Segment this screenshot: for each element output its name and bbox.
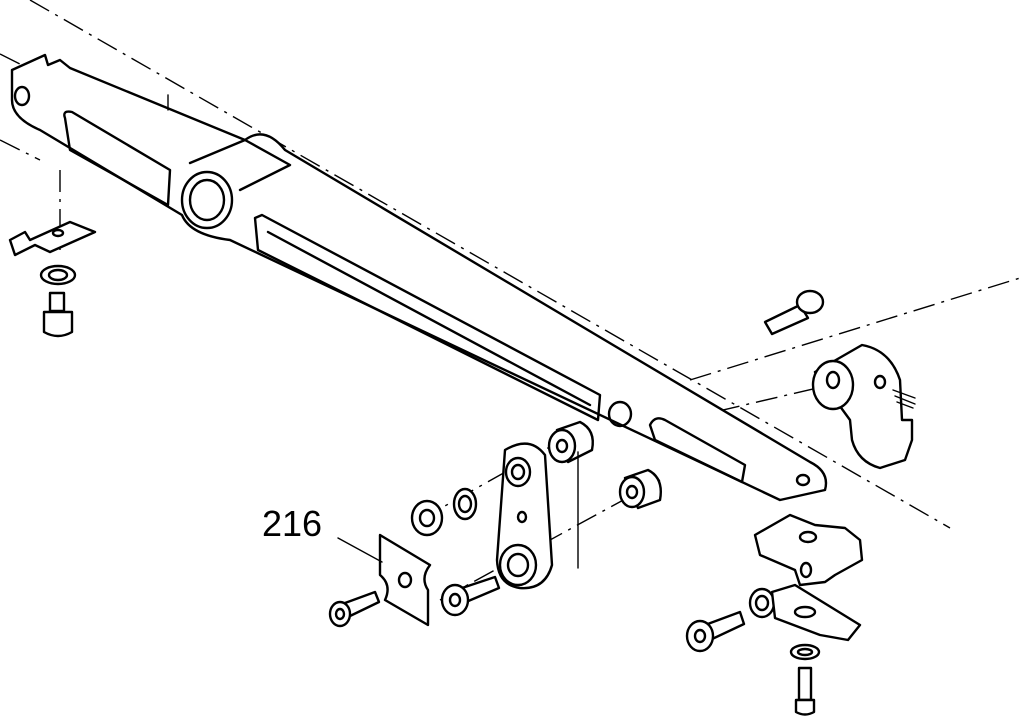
bottom-washer-screw xyxy=(789,643,821,716)
left-end-clip xyxy=(8,220,97,257)
nut-and-washer xyxy=(410,487,478,537)
link-screw xyxy=(440,575,501,617)
bracket-plate-216 xyxy=(337,533,432,627)
callout-leader-line xyxy=(337,537,383,563)
clamp-collar xyxy=(811,343,916,470)
left-fastener-stack xyxy=(8,220,97,338)
upper-right-screw xyxy=(763,289,825,336)
tab-washer xyxy=(748,583,862,642)
link-plate xyxy=(495,442,554,590)
lower-socket-screw xyxy=(685,610,746,653)
left-washer xyxy=(39,264,77,286)
left-socket-screw xyxy=(42,310,74,338)
part-callout-216: 216 xyxy=(262,503,323,544)
main-lever-arm xyxy=(10,53,828,502)
left-screw-thread xyxy=(48,291,66,313)
bushings xyxy=(547,420,662,569)
clamp-block xyxy=(753,513,864,587)
bracket-screw xyxy=(328,590,381,628)
